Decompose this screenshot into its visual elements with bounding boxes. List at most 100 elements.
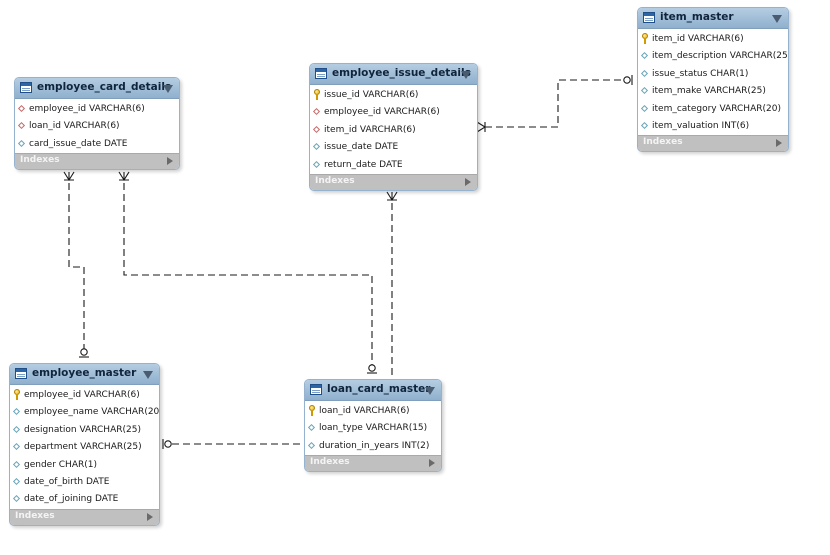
column-row[interactable]: designation VARCHAR(25) bbox=[10, 422, 159, 439]
column-row[interactable]: item_make VARCHAR(25) bbox=[638, 83, 788, 100]
column-label: issue_id VARCHAR(6) bbox=[324, 90, 419, 100]
column-row[interactable]: date_of_joining DATE bbox=[10, 491, 159, 508]
expand-arrow-icon[interactable] bbox=[147, 512, 153, 521]
table-header[interactable]: loan_card_master bbox=[305, 380, 441, 401]
table-item-master[interactable]: item_master item_id VARCHAR(6) item_descr… bbox=[637, 7, 789, 153]
column-row[interactable]: loan_type VARCHAR(15) bbox=[305, 420, 441, 437]
table-header[interactable]: item_master bbox=[638, 8, 788, 29]
column-icon bbox=[12, 443, 21, 451]
table-employee-issue-details[interactable]: employee_issue_details issue_id VARCHAR(… bbox=[309, 63, 478, 191]
column-label: date_of_birth DATE bbox=[24, 476, 110, 487]
column-row[interactable]: card_issue_date DATE bbox=[15, 136, 179, 153]
column-row[interactable]: employee_id VARCHAR(6) bbox=[10, 387, 159, 404]
column-icon bbox=[640, 87, 649, 95]
column-icon bbox=[640, 121, 649, 129]
column-row[interactable]: employee_name VARCHAR(20) bbox=[10, 404, 159, 421]
table-name: employee_master bbox=[32, 367, 137, 379]
column-label: item_valuation INT(6) bbox=[652, 120, 750, 131]
expand-arrow-icon[interactable] bbox=[776, 139, 782, 148]
column-icon bbox=[17, 139, 26, 147]
column-row[interactable]: issue_date DATE bbox=[310, 139, 477, 156]
indexes-section[interactable]: Indexes bbox=[305, 455, 441, 472]
column-label: employee_name VARCHAR(20) bbox=[24, 407, 160, 418]
column-label: item_id VARCHAR(6) bbox=[324, 124, 416, 135]
optional-mark-item bbox=[623, 76, 631, 84]
table-header[interactable]: employee_master bbox=[10, 364, 159, 385]
indexes-section[interactable]: Indexes bbox=[638, 135, 788, 152]
collapse-caret-icon[interactable] bbox=[425, 387, 435, 395]
rel-card-employee bbox=[68, 172, 85, 349]
collapse-caret-icon[interactable] bbox=[163, 85, 173, 93]
primary-key-icon bbox=[641, 33, 649, 45]
table-employee-master[interactable]: employee_master employee_id VARCHAR(6) em… bbox=[9, 363, 160, 526]
column-row[interactable]: gender CHAR(1) bbox=[10, 457, 159, 474]
foreign-key-icon bbox=[312, 125, 321, 133]
column-row[interactable]: item_id VARCHAR(6) bbox=[638, 31, 788, 48]
optional-mark-employee bbox=[80, 348, 88, 356]
table-employee-card-details[interactable]: employee_card_details employee_id VARCHA… bbox=[14, 77, 180, 171]
column-list: loan_id VARCHAR(6) loan_type VARCHAR(15) d… bbox=[305, 401, 441, 455]
column-label: loan_type VARCHAR(15) bbox=[319, 423, 428, 434]
column-row[interactable]: loan_id VARCHAR(6) bbox=[305, 403, 441, 420]
column-row[interactable]: item_id VARCHAR(6) bbox=[310, 122, 477, 139]
crowfoot-card-2 bbox=[118, 171, 130, 182]
column-row[interactable]: duration_in_years INT(2) bbox=[305, 438, 441, 455]
column-row[interactable]: issue_status CHAR(1) bbox=[638, 66, 788, 83]
column-row[interactable]: return_date DATE bbox=[310, 157, 477, 174]
column-icon bbox=[12, 425, 21, 433]
column-row[interactable]: item_category VARCHAR(20) bbox=[638, 101, 788, 118]
column-icon bbox=[640, 52, 649, 60]
column-row[interactable]: employee_id VARCHAR(6) bbox=[15, 101, 179, 118]
column-row[interactable]: department VARCHAR(25) bbox=[10, 439, 159, 456]
foreign-key-icon bbox=[17, 104, 26, 113]
column-icon bbox=[12, 477, 21, 485]
expand-arrow-icon[interactable] bbox=[167, 157, 173, 166]
collapse-caret-icon[interactable] bbox=[772, 15, 782, 23]
indexes-label: Indexes bbox=[310, 457, 350, 468]
column-label: employee_id VARCHAR(6) bbox=[324, 107, 440, 118]
table-loan-card-master[interactable]: loan_card_master loan_id VARCHAR(6)loan_… bbox=[304, 379, 442, 473]
column-label: item_category VARCHAR(20) bbox=[652, 103, 781, 114]
rel-card-loan bbox=[123, 172, 373, 365]
column-label: employee_id VARCHAR(6) bbox=[29, 104, 145, 114]
indexes-section[interactable]: Indexes bbox=[310, 173, 477, 190]
indexes-section[interactable]: Indexes bbox=[15, 153, 179, 170]
table-header[interactable]: employee_card_details bbox=[15, 78, 179, 99]
optional-mark-loan bbox=[368, 364, 376, 372]
column-icon bbox=[640, 69, 649, 77]
column-row[interactable]: date_of_birth DATE bbox=[10, 474, 159, 491]
column-row[interactable]: employee_id VARCHAR(6) bbox=[310, 104, 477, 121]
column-list: issue_id VARCHAR(6) employee_id VARCHAR(6… bbox=[310, 85, 477, 174]
rel-issue-item bbox=[485, 79, 624, 128]
column-icon bbox=[12, 460, 21, 468]
column-label: item_id VARCHAR(6) bbox=[652, 34, 744, 44]
column-label: item_description VARCHAR(25) bbox=[652, 51, 789, 62]
column-label: gender CHAR(1) bbox=[24, 459, 97, 470]
column-label: issue_date DATE bbox=[324, 142, 399, 153]
column-icon bbox=[640, 104, 649, 112]
collapse-caret-icon[interactable] bbox=[461, 71, 471, 79]
expand-arrow-icon[interactable] bbox=[465, 177, 471, 186]
column-row[interactable]: issue_id VARCHAR(6) bbox=[310, 87, 477, 104]
table-name: item_master bbox=[660, 11, 734, 23]
column-row[interactable]: loan_id VARCHAR(6) bbox=[15, 118, 179, 135]
table-header[interactable]: employee_issue_details bbox=[310, 64, 477, 85]
crowfoot-card-1 bbox=[63, 171, 75, 182]
column-list: item_id VARCHAR(6) item_description VARCH… bbox=[638, 29, 788, 135]
expand-arrow-icon[interactable] bbox=[429, 459, 435, 468]
table-icon bbox=[15, 368, 27, 379]
column-label: employee_id VARCHAR(6) bbox=[24, 390, 140, 400]
column-row[interactable]: item_valuation INT(6) bbox=[638, 118, 788, 135]
column-icon bbox=[307, 441, 316, 449]
table-name: loan_card_master bbox=[327, 383, 431, 395]
table-name: employee_issue_details bbox=[332, 67, 471, 79]
primary-key-icon bbox=[13, 389, 21, 401]
indexes-section[interactable]: Indexes bbox=[10, 508, 159, 525]
column-row[interactable]: item_description VARCHAR(25) bbox=[638, 48, 788, 65]
column-icon bbox=[307, 424, 316, 432]
collapse-caret-icon[interactable] bbox=[143, 371, 153, 379]
primary-key-icon bbox=[313, 89, 321, 101]
indexes-label: Indexes bbox=[643, 137, 683, 148]
column-label: loan_id VARCHAR(6) bbox=[29, 121, 120, 132]
